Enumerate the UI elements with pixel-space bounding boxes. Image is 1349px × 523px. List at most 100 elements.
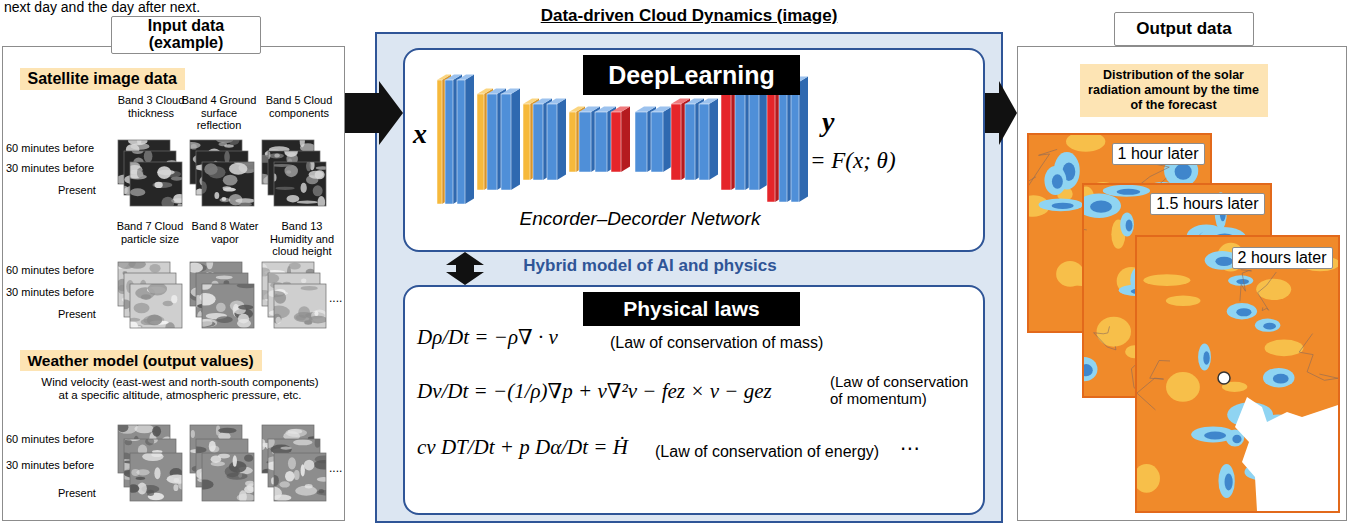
boundary-line (1257, 272, 1276, 310)
layer-face (547, 104, 557, 180)
time-label: 60 minutes before (6, 142, 94, 155)
equation-note: (Law of conservation of mass) (610, 334, 823, 352)
time-label: Present (58, 184, 96, 197)
cloud-patch (163, 301, 174, 306)
layer-face (457, 80, 465, 204)
cloud-patch (190, 263, 203, 273)
map-area (1044, 165, 1066, 194)
layer-face (533, 104, 543, 180)
satellite-stack (187, 425, 255, 503)
cloud-patch (244, 454, 253, 461)
map-area (1218, 463, 1234, 497)
map-area (1066, 135, 1105, 152)
cloud-patch (229, 163, 247, 175)
cloud-patch (226, 473, 247, 480)
cloud-patch (118, 425, 138, 434)
image-texture (202, 284, 254, 328)
satellite-stack (112, 257, 182, 332)
cloud-patch (223, 175, 238, 186)
map-area (1204, 431, 1226, 439)
time-label: Present (58, 487, 96, 500)
map-area (1228, 275, 1253, 286)
band-label: Band 13 Humidity and cloud height (260, 220, 344, 258)
satellite-stack (116, 421, 189, 501)
image-texture (274, 455, 326, 500)
layer-face (791, 82, 799, 202)
cloud-patch (233, 455, 237, 467)
layer-top (457, 75, 474, 80)
more-dots: .... (329, 292, 342, 306)
cloud-patch (222, 186, 231, 189)
panel-heading: Input data (example) (111, 16, 261, 54)
image-border (130, 162, 182, 206)
cut-off-text: next day and the day after next. (4, 0, 200, 14)
cloud-patch (161, 197, 174, 206)
layer-side (663, 107, 672, 172)
cloud-patch (174, 478, 180, 483)
layer-side (799, 77, 808, 202)
cloud-patch (154, 467, 160, 479)
cloud-patch (315, 439, 320, 448)
map-area (1143, 274, 1190, 286)
map-area (1096, 316, 1130, 346)
image-border (274, 284, 326, 328)
cloud-patch (149, 264, 160, 272)
cloud-patch (171, 176, 182, 180)
layer-face (487, 94, 497, 190)
equation: Dv/Dt = −(1/ρ)∇p + ν∇²v − fez × v − gez (417, 379, 772, 403)
map-area (1254, 318, 1279, 331)
image-border (274, 162, 326, 206)
layer-face (501, 94, 511, 190)
map-area (1120, 212, 1134, 236)
band-label: Band 3 Cloud thickness (112, 94, 190, 119)
image-texture (202, 453, 254, 501)
map-area (1165, 295, 1200, 306)
network-box: xy= F(x; θ)Encorder–Decorder NetworkDeep… (403, 48, 985, 252)
cloud-patch (204, 163, 217, 175)
band-label: Band 7 Cloud particle size (108, 220, 192, 245)
image-border (130, 284, 182, 328)
cloud-patch (216, 276, 233, 280)
layer-face (445, 80, 453, 204)
cloud-patch (274, 291, 285, 298)
map-area (1084, 193, 1121, 217)
layer-side (511, 89, 520, 190)
image-texture (274, 162, 326, 206)
time-label: 60 minutes before (6, 264, 94, 277)
cloud-patch (202, 480, 214, 490)
map-area (1236, 278, 1249, 283)
image-texture (130, 284, 177, 328)
layer-top (611, 107, 630, 112)
layer-top (501, 89, 520, 94)
radiation-map (1137, 237, 1338, 511)
cloud-patch (125, 439, 132, 445)
boundary-line (1137, 360, 1170, 409)
satellite-stack (259, 425, 335, 501)
map-area (1232, 434, 1241, 443)
satellite-stack (187, 256, 258, 328)
map-area (1224, 473, 1232, 490)
layer-top (699, 99, 718, 104)
cloud-patch (173, 194, 182, 203)
satellite-stack (116, 136, 185, 208)
cloud-patch (171, 295, 177, 303)
image-border (202, 453, 254, 501)
map-label: 2 hours later (1232, 247, 1333, 269)
map-area (1084, 357, 1097, 381)
boundary-line (1299, 333, 1338, 380)
hybrid-caption: Hybrid model of AI and physics (500, 256, 800, 276)
cloud-patch (279, 481, 289, 487)
map-area (1038, 198, 1082, 211)
cloud-patch (298, 306, 310, 318)
layer-face (611, 112, 621, 172)
layer-face (685, 104, 695, 180)
cloud-patch (287, 195, 300, 202)
cloud-patch (130, 318, 140, 322)
cloud-patch (218, 143, 227, 147)
layer-side (557, 99, 566, 180)
cloud-patch (211, 461, 225, 466)
cloud-patch (152, 426, 161, 437)
cloud-patch (216, 316, 232, 323)
layer-face (767, 82, 775, 202)
